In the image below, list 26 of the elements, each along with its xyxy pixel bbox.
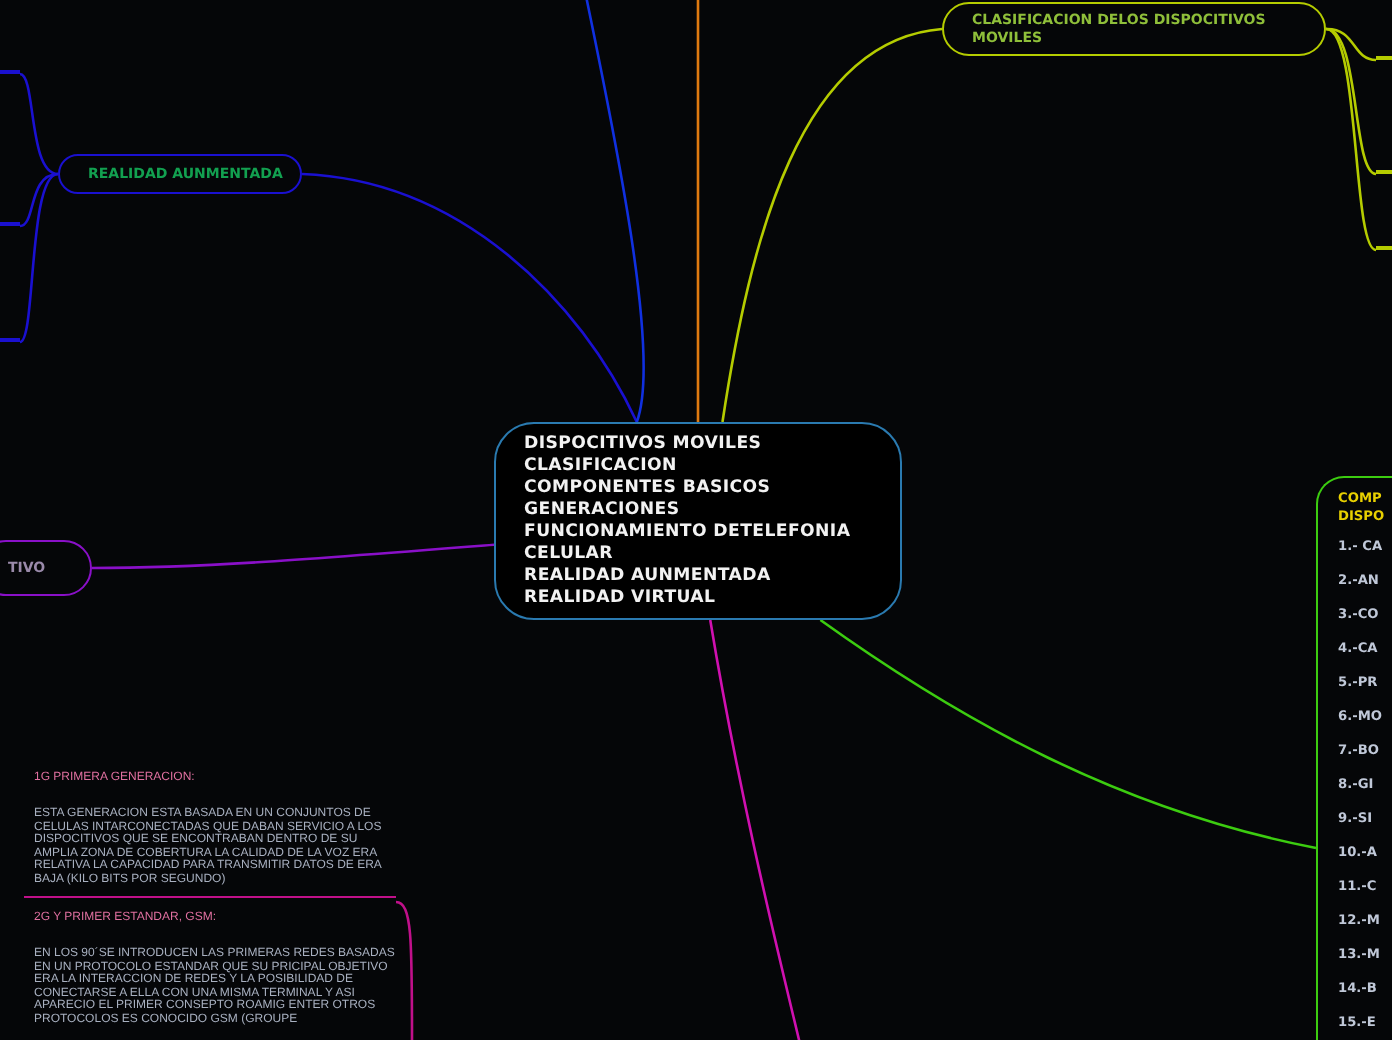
connector-line: [819, 618, 1317, 850]
topic-text: DISPOCITIVOS MOVILES: [524, 433, 764, 455]
connector-line: [395, 900, 414, 1040]
topic-pill: [942, 2, 1326, 56]
connector-line: [301, 172, 638, 423]
connector-line: [1325, 27, 1377, 251]
connector-line: [708, 619, 802, 1040]
connector-line: [19, 172, 59, 343]
connector-line: [584, 0, 645, 423]
topic-text: FUNCIONAMIENTO DETELEFONIA CELULAR: [524, 521, 853, 565]
central-topic-box: [494, 422, 902, 620]
connector-line: [721, 27, 943, 423]
topic-pill: [58, 154, 302, 194]
topic-pill: [0, 540, 92, 596]
topic-text: CLASIFICACION: [524, 455, 679, 477]
topic-text: REALIDAD AUNMENTADA: [524, 565, 773, 587]
topic-text: COMPONENTES BASICOS: [524, 477, 773, 499]
connector-line: [696, 0, 700, 422]
connector-line: [92, 543, 495, 570]
topic-text: GENERACIONES: [524, 499, 682, 521]
connector-line: [19, 72, 59, 176]
topic-text: REALIDAD VIRTUAL: [524, 587, 718, 609]
connector-line: [19, 172, 59, 228]
connector-line: [1325, 27, 1377, 62]
connector-line: [1325, 27, 1377, 176]
note-block: [24, 772, 396, 898]
